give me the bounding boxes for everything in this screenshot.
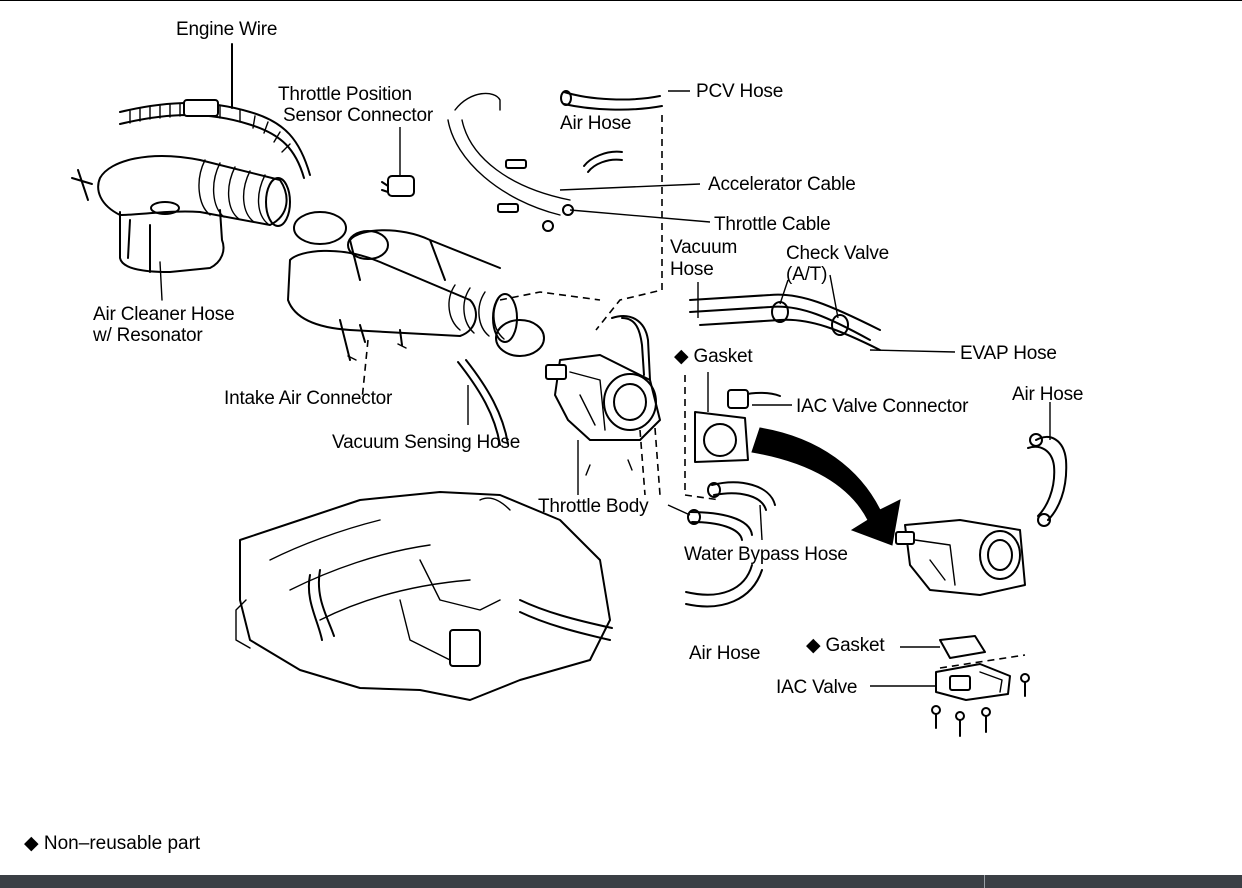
intake-air-connector-drawing [287,229,518,361]
label-water-bypass-hose: Water Bypass Hose [684,544,848,565]
cables-drawing [447,92,711,232]
iac-connector-drawing [727,389,792,409]
label-vacuum-hose-line2: Hose [670,259,714,280]
label-check-valve-line2: (A/T) [786,264,828,285]
label-iac-valve-connector: IAC Valve Connector [796,396,969,417]
label-intake-air-connector: Intake Air Connector [224,388,393,409]
throttle-body-drawing [545,315,661,495]
label-tps-connector-line2: Sensor Connector [283,105,433,126]
label-throttle-cable: Throttle Cable [714,214,831,235]
label-air-cleaner-hose-line1: Air Cleaner Hose [93,304,235,325]
pcv-hose-drawing [563,91,661,101]
label-iac-valve: IAC Valve [776,677,858,698]
air-hose-right-drawing [1035,435,1068,521]
air-hose-top-drawing [583,150,623,167]
label-accelerator-cable: Accelerator Cable [708,174,856,195]
footer-divider [984,875,985,888]
label-vacuum-sensing-hose: Vacuum Sensing Hose [332,432,521,453]
water-bypass-hose-drawing [667,481,776,541]
vacuum-hoses-drawing [689,274,956,353]
vacuum-sensing-hose-drawing [457,361,501,446]
label-air-hose-bottom: Air Hose [689,643,761,664]
hose-clamp-right [495,319,545,357]
label-engine-wire: Engine Wire [176,19,278,40]
label-air-cleaner-hose-line2: w/ Resonator [93,325,203,346]
legend-non-reusable-part: ◆ Non–reusable part [24,833,201,854]
label-tps-connector-line1: Throttle Position [278,84,412,105]
hose-clamp-left [293,211,347,245]
footer-bar [0,875,1242,888]
gasket-top-drawing [694,411,749,463]
direction-arrow [751,427,901,546]
label-air-hose-right: Air Hose [1012,384,1084,405]
engine-block-drawing [235,491,613,701]
air-cleaner-hose-drawing [71,155,291,301]
label-gasket-top: ◆ Gasket [674,346,753,367]
engine-wire-drawing [119,43,311,179]
top-border [0,0,1242,1]
label-gasket-bottom: ◆ Gasket [806,635,885,656]
tps-connector-drawing [381,127,415,197]
air-hose-bottom-drawing [685,564,753,596]
label-vacuum-hose-line1: Vacuum [670,237,738,258]
iac-valve-drawing [870,663,1030,737]
label-throttle-body: Throttle Body [538,496,649,517]
throttle-body-assembled-drawing [895,519,1026,596]
gasket-bottom-drawing [939,635,986,659]
label-check-valve-line1: Check Valve [786,243,890,264]
label-air-hose-top: Air Hose [560,113,632,134]
label-evap-hose: EVAP Hose [960,343,1057,364]
label-pcv-hose: PCV Hose [696,81,784,102]
